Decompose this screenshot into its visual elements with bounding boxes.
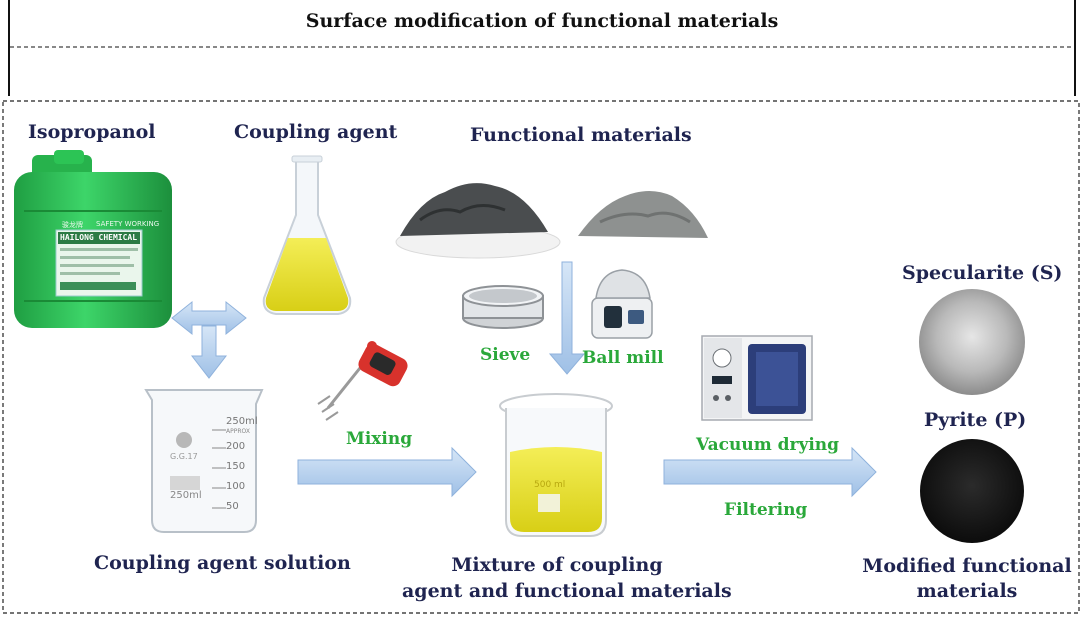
beaker-mark-100: 100 [226, 481, 246, 492]
beaker-mark-150: 150 [226, 461, 246, 472]
beaker-logo-text: G.G.17 [170, 452, 198, 461]
ball-mill-icon [591, 269, 653, 339]
beaker-icon [144, 389, 264, 533]
erlenmeyer-flask-icon [262, 155, 352, 315]
vacuum-oven-icon [701, 335, 813, 421]
label-coupling-agent-solution: Coupling agent solution [94, 552, 351, 574]
label-mixture-line2: agent and functional materials [402, 580, 732, 602]
beaker-approx: APPROX [226, 428, 250, 435]
label-pyrite: Pyrite (P) [924, 409, 1027, 431]
title-frame [8, 0, 1076, 96]
right-arrow-mixing [297, 446, 477, 498]
down-arrow-functional [548, 261, 586, 375]
mixture-beaker-icon [499, 393, 613, 537]
sieve-icon [462, 285, 544, 329]
green-chemical-container-icon [14, 150, 172, 328]
label-filtering: Filtering [724, 500, 808, 520]
pyrite-sample-icon [920, 439, 1024, 543]
label-modified-line1: Modified functional [862, 555, 1072, 577]
label-specularite: Specularite (S) [902, 262, 1063, 284]
label-isopropanol: Isopropanol [28, 121, 156, 143]
container-cn-label: 骏龙牌 [62, 221, 83, 229]
page-title: Surface modification of functional mater… [305, 10, 779, 32]
container-brand-label: HAILONG CHEMICAL [60, 233, 138, 242]
down-arrow-solution [190, 325, 228, 379]
label-mixture-line1: Mixture of coupling [451, 554, 663, 576]
label-sieve: Sieve [480, 345, 531, 365]
beaker-mark-200: 200 [226, 441, 246, 452]
powder-pile-icon [395, 183, 708, 259]
label-mixing: Mixing [346, 429, 413, 449]
beaker-volume-text: 250ml [170, 490, 202, 501]
container-safety-label: SAFETY WORKING [96, 220, 160, 228]
label-coupling-agent: Coupling agent [234, 121, 398, 143]
double-arrow-horizontal [171, 300, 247, 336]
specularite-sample-icon [919, 289, 1025, 395]
mixer-paddle-icon [317, 341, 408, 421]
beaker-mark-50: 50 [226, 501, 239, 512]
beaker-mark-250: 250ml [226, 416, 258, 427]
right-arrow-drying [663, 446, 877, 498]
label-vacuum-drying: Vacuum drying [696, 435, 840, 455]
mixture-beaker-volume: 500 ml [534, 480, 566, 490]
content-frame [2, 100, 1080, 614]
label-modified-line2: materials [916, 580, 1018, 602]
label-functional-materials: Functional materials [470, 124, 692, 146]
label-ball-mill: Ball mill [582, 348, 664, 368]
